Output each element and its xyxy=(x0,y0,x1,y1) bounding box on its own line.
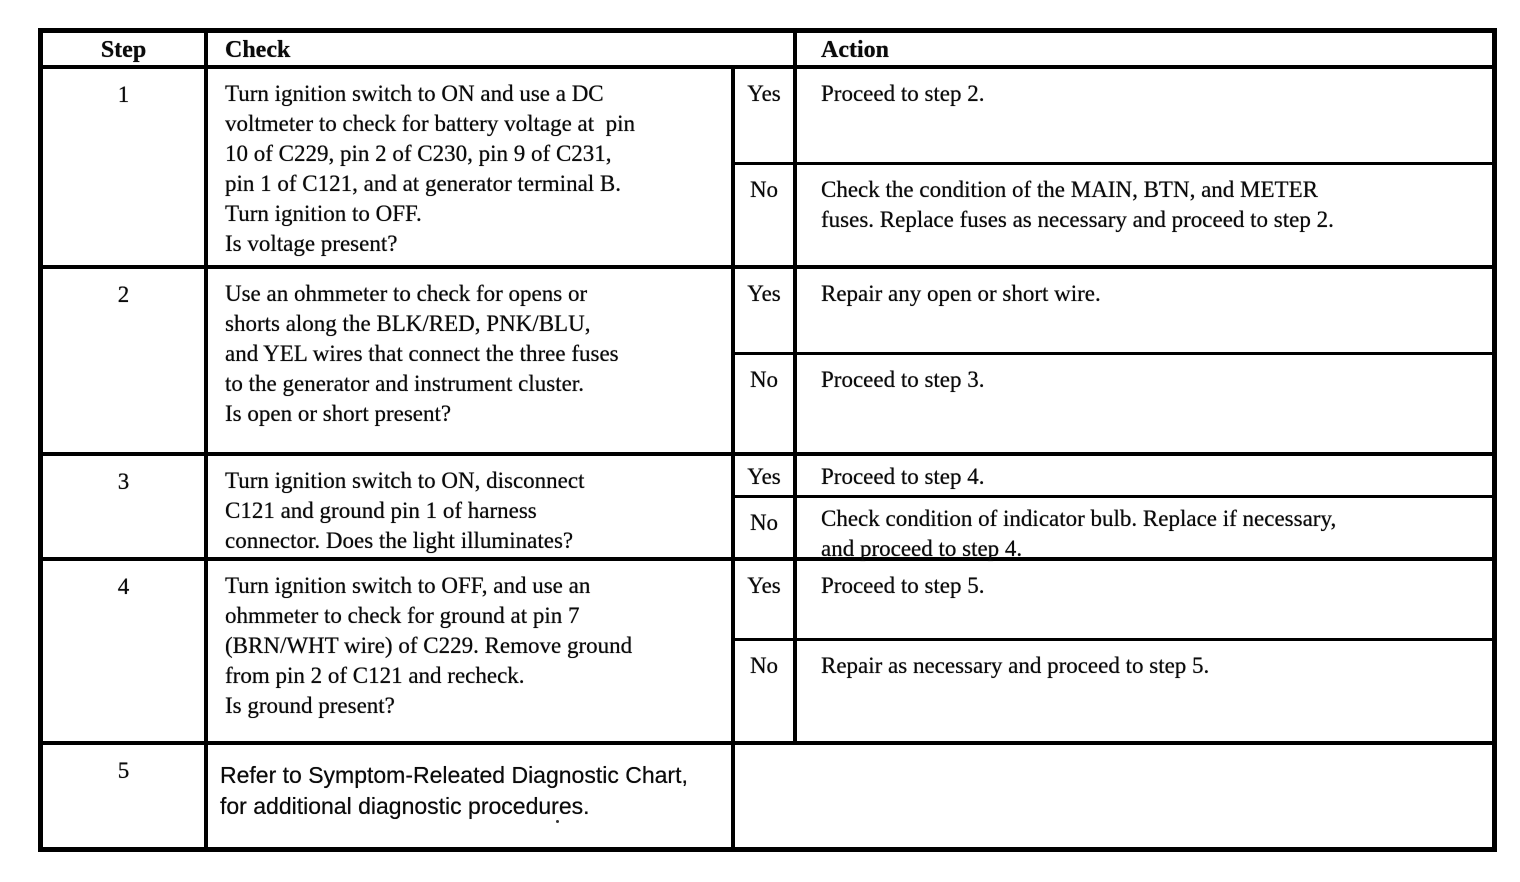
check-text: Turn ignition switch to ON and use a DC … xyxy=(208,69,735,265)
header-check: Check xyxy=(208,33,797,65)
result-action-group: Yes Repair any open or short wire. No Pr… xyxy=(735,269,1492,452)
step-number: 3 xyxy=(43,456,208,557)
no-label: No xyxy=(735,498,797,564)
result-action-group: Yes Proceed to step 5. No Repair as nece… xyxy=(735,561,1492,741)
yes-branch: Yes Proceed to step 5. xyxy=(735,561,1492,641)
yes-branch: Yes Proceed to step 4. xyxy=(735,456,1492,498)
no-action-text: Check the condition of the MAIN, BTN, an… xyxy=(821,177,1334,232)
empty-action-cell xyxy=(735,745,1492,847)
step-number: 4 xyxy=(43,561,208,741)
diagnostic-table: Step Check Action 1 Turn ignition switch… xyxy=(38,28,1497,852)
table-header-row: Step Check Action xyxy=(43,33,1492,69)
no-label: No xyxy=(735,641,797,741)
step-number: 1 xyxy=(43,69,208,265)
table-row-step-4: 4 Turn ignition switch to OFF, and use a… xyxy=(43,561,1492,745)
table-row-step-1: 1 Turn ignition switch to ON and use a D… xyxy=(43,69,1492,269)
no-action-text: Proceed to step 3. xyxy=(821,367,985,392)
yes-action-text: Proceed to step 2. xyxy=(821,81,985,106)
check-text: Refer to Symptom-Releated Diagnostic Cha… xyxy=(208,745,735,847)
no-action-text: Repair as necessary and proceed to step … xyxy=(821,653,1210,678)
no-action-text: Check condition of indicator bulb. Repla… xyxy=(821,506,1337,561)
result-action-group: Yes Proceed to step 4. No Check conditio… xyxy=(735,456,1492,564)
table-row-step-2: 2 Use an ohmmeter to check for opens or … xyxy=(43,269,1492,456)
yes-branch: Yes Proceed to step 2. xyxy=(735,69,1492,165)
yes-label: Yes xyxy=(735,269,797,352)
table-row-step-5: 5 Refer to Symptom-Releated Diagnostic C… xyxy=(43,745,1492,847)
table-row-step-3: 3 Turn ignition switch to ON, disconnect… xyxy=(43,456,1492,564)
yes-label: Yes xyxy=(735,561,797,638)
yes-branch: Yes Repair any open or short wire. xyxy=(735,269,1492,355)
no-label: No xyxy=(735,165,797,265)
header-step: Step xyxy=(43,33,208,65)
yes-action-text: Repair any open or short wire. xyxy=(821,281,1101,306)
no-label: No xyxy=(735,355,797,452)
yes-label: Yes xyxy=(735,69,797,162)
step-number: 5 xyxy=(43,745,208,847)
header-action: Action xyxy=(821,37,889,63)
no-branch: No Repair as necessary and proceed to st… xyxy=(735,641,1492,741)
no-branch: No Check the condition of the MAIN, BTN,… xyxy=(735,165,1492,265)
yes-action-text: Proceed to step 5. xyxy=(821,573,985,598)
check-text: Use an ohmmeter to check for opens or sh… xyxy=(208,269,735,452)
scan-artifact-dot xyxy=(556,820,559,823)
yes-action-text: Proceed to step 4. xyxy=(821,464,985,489)
no-branch: No Check condition of indicator bulb. Re… xyxy=(735,498,1492,564)
check-text: Turn ignition switch to OFF, and use an … xyxy=(208,561,735,741)
result-action-group: Yes Proceed to step 2. No Check the cond… xyxy=(735,69,1492,265)
no-branch: No Proceed to step 3. xyxy=(735,355,1492,452)
check-text: Turn ignition switch to ON, disconnect C… xyxy=(208,456,735,557)
yes-label: Yes xyxy=(735,456,797,495)
step-number: 2 xyxy=(43,269,208,452)
